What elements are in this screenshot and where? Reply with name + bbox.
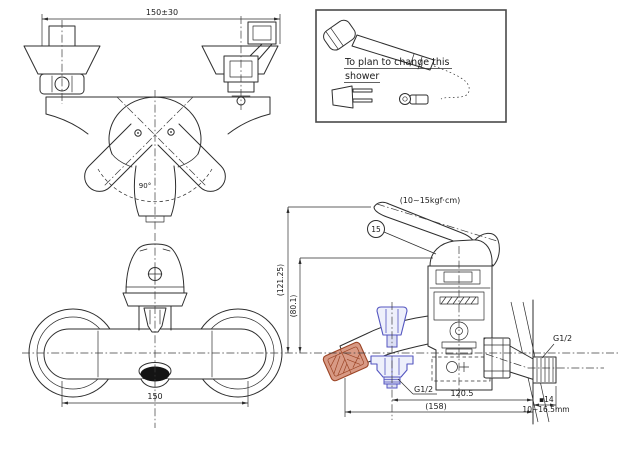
shower-inset: To plan to change this shower <box>315 9 507 123</box>
balloon-15: 15 <box>367 220 437 255</box>
hose-connector <box>399 93 429 105</box>
dim-height-outer-label: (121.25) <box>276 264 285 296</box>
handle-lever <box>373 201 500 267</box>
plan-body: 90° <box>45 90 271 230</box>
balloon-number: 15 <box>371 225 381 234</box>
thread-labels: G1/2 G1/2 <box>397 334 572 395</box>
right-inlet-union <box>201 16 279 110</box>
dim-depth-label: 10~16.5mm <box>522 405 569 414</box>
g12-right-label: G1/2 <box>553 334 572 343</box>
left-inlet-flange <box>23 20 101 104</box>
height-dimensions: (121.25) (80.1) <box>276 206 433 353</box>
torque-label: (10~15kgf·cm) <box>400 196 461 205</box>
body-section <box>427 265 493 391</box>
side-view: (10~15kgf·cm) 15 (121.25) (80.1) G1/2 G1… <box>22 196 618 425</box>
bottom-dimensions: 120.5 (158) ▪14 10~16.5mm <box>344 378 570 417</box>
inset-note-line1: To plan to change this <box>344 57 449 68</box>
dim-square-label: ▪14 <box>539 395 554 404</box>
top-view: 150±30 <box>23 8 281 230</box>
dim-width-front-label: 150 <box>147 392 162 401</box>
g12-bottom-label: G1/2 <box>414 385 433 394</box>
lever-phantom-line <box>376 203 498 242</box>
swing-arc <box>97 168 213 202</box>
dim-offset-label: 120.5 <box>451 389 474 398</box>
diverter-front <box>143 307 167 333</box>
shower-handle <box>351 34 435 71</box>
shower-bracket <box>331 85 373 109</box>
inset-note-line2: shower <box>345 71 379 82</box>
shower-hose <box>433 65 470 100</box>
dim-width-top-label: 150±30 <box>146 8 178 17</box>
dim-height-inner-label: (80.1) <box>289 295 298 318</box>
dim-overall-label: (158) <box>425 402 447 411</box>
shower-head <box>323 19 356 51</box>
front-view: 150 <box>28 233 283 428</box>
wall-thread <box>532 356 557 384</box>
s-union <box>483 337 557 384</box>
red-spout-tip <box>322 341 369 382</box>
angle-90-label: 90° <box>139 182 151 190</box>
